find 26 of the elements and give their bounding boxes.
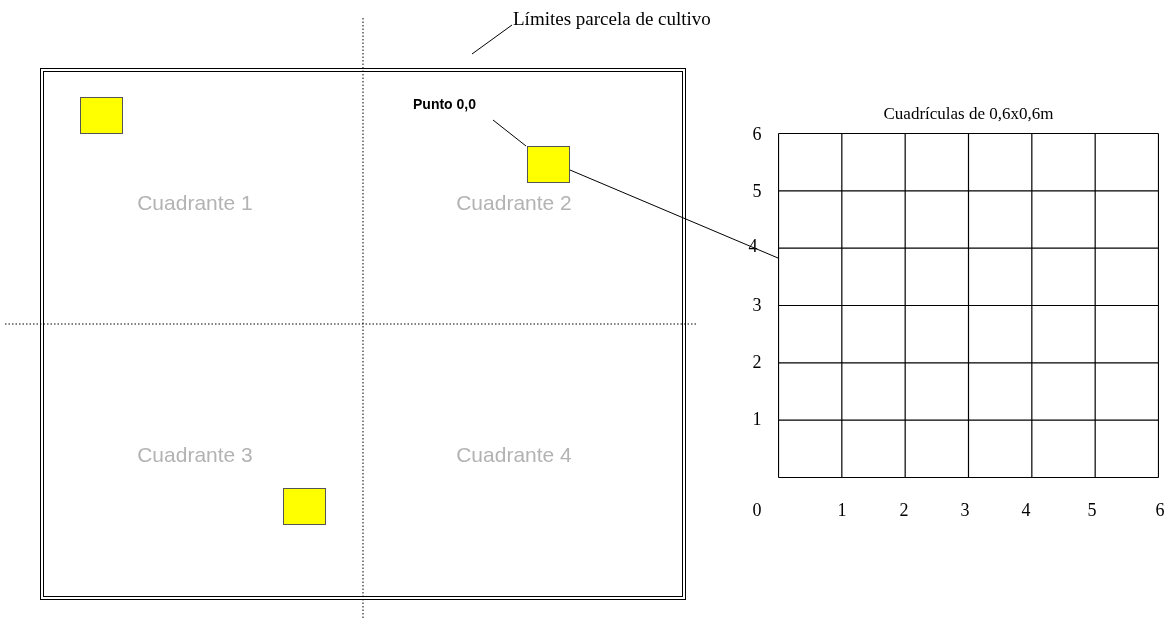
sample-square: [283, 488, 326, 525]
axis-number: 6: [1155, 499, 1165, 521]
quadrant-label: Cuadrante 4: [456, 443, 572, 467]
plot-boundary: [40, 68, 686, 600]
axis-number: 6: [752, 123, 762, 145]
axis-number: 2: [752, 351, 762, 373]
quadrant-label: Cuadrante 1: [137, 191, 253, 215]
quadrant-label: Cuadrante 2: [456, 191, 572, 215]
axis-number: 3: [960, 499, 970, 521]
axis-number: 1: [837, 499, 847, 521]
axis-number: 5: [752, 180, 762, 202]
leader-line: [569, 169, 779, 259]
axis-number: 5: [1087, 499, 1097, 521]
boundary-label: Límites parcela de cultivo: [513, 8, 711, 30]
sample-square: [80, 97, 123, 134]
leader-line: [471, 24, 513, 55]
axis-number: 2: [899, 499, 909, 521]
sample-square: [527, 146, 570, 183]
leader-line: [492, 119, 527, 147]
quadrant-label: Cuadrante 3: [137, 443, 253, 467]
axis-number: 0: [752, 499, 762, 521]
axis-number: 3: [752, 294, 762, 316]
axis-number: 4: [1021, 499, 1031, 521]
origin-label: Punto 0,0: [413, 96, 476, 112]
axis-number: 1: [752, 408, 762, 430]
grid-heading: Cuadrículas de 0,6x0,6m: [882, 104, 1055, 124]
